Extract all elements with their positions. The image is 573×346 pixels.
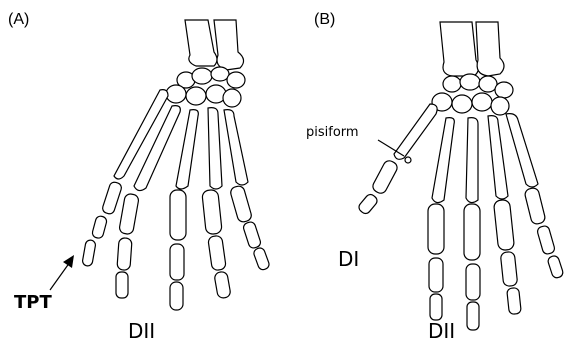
panel-a-digit-5	[224, 110, 270, 271]
panel-a-digit-label: DII	[128, 319, 155, 343]
panel-b-digit-label-secondary: DII	[428, 319, 455, 343]
panel-b-digit-label-primary: DI	[338, 247, 359, 271]
pisiform-bone	[405, 157, 411, 163]
panel-b: (B) pisiform	[306, 11, 564, 343]
panel-a-carpals	[166, 67, 245, 107]
panel-b-digit-5	[506, 114, 564, 279]
panel-b-digit-3	[464, 118, 480, 330]
tpt-arrow	[50, 255, 74, 290]
panel-a-forearm	[185, 20, 244, 70]
panel-b-digit-2	[428, 118, 454, 320]
panel-b-label: (B)	[314, 11, 335, 28]
pisiform-label: pisiform	[306, 125, 359, 140]
panel-b-forearm	[440, 22, 504, 76]
panel-a: (A)	[8, 11, 270, 343]
tpt-label: TPT	[14, 292, 52, 313]
panel-b-carpals	[432, 74, 513, 115]
panel-a-label: (A)	[8, 11, 29, 28]
panel-a-digit-3	[170, 110, 198, 310]
panel-b-digit-1	[357, 104, 437, 216]
panel-a-digit-4	[202, 108, 231, 299]
